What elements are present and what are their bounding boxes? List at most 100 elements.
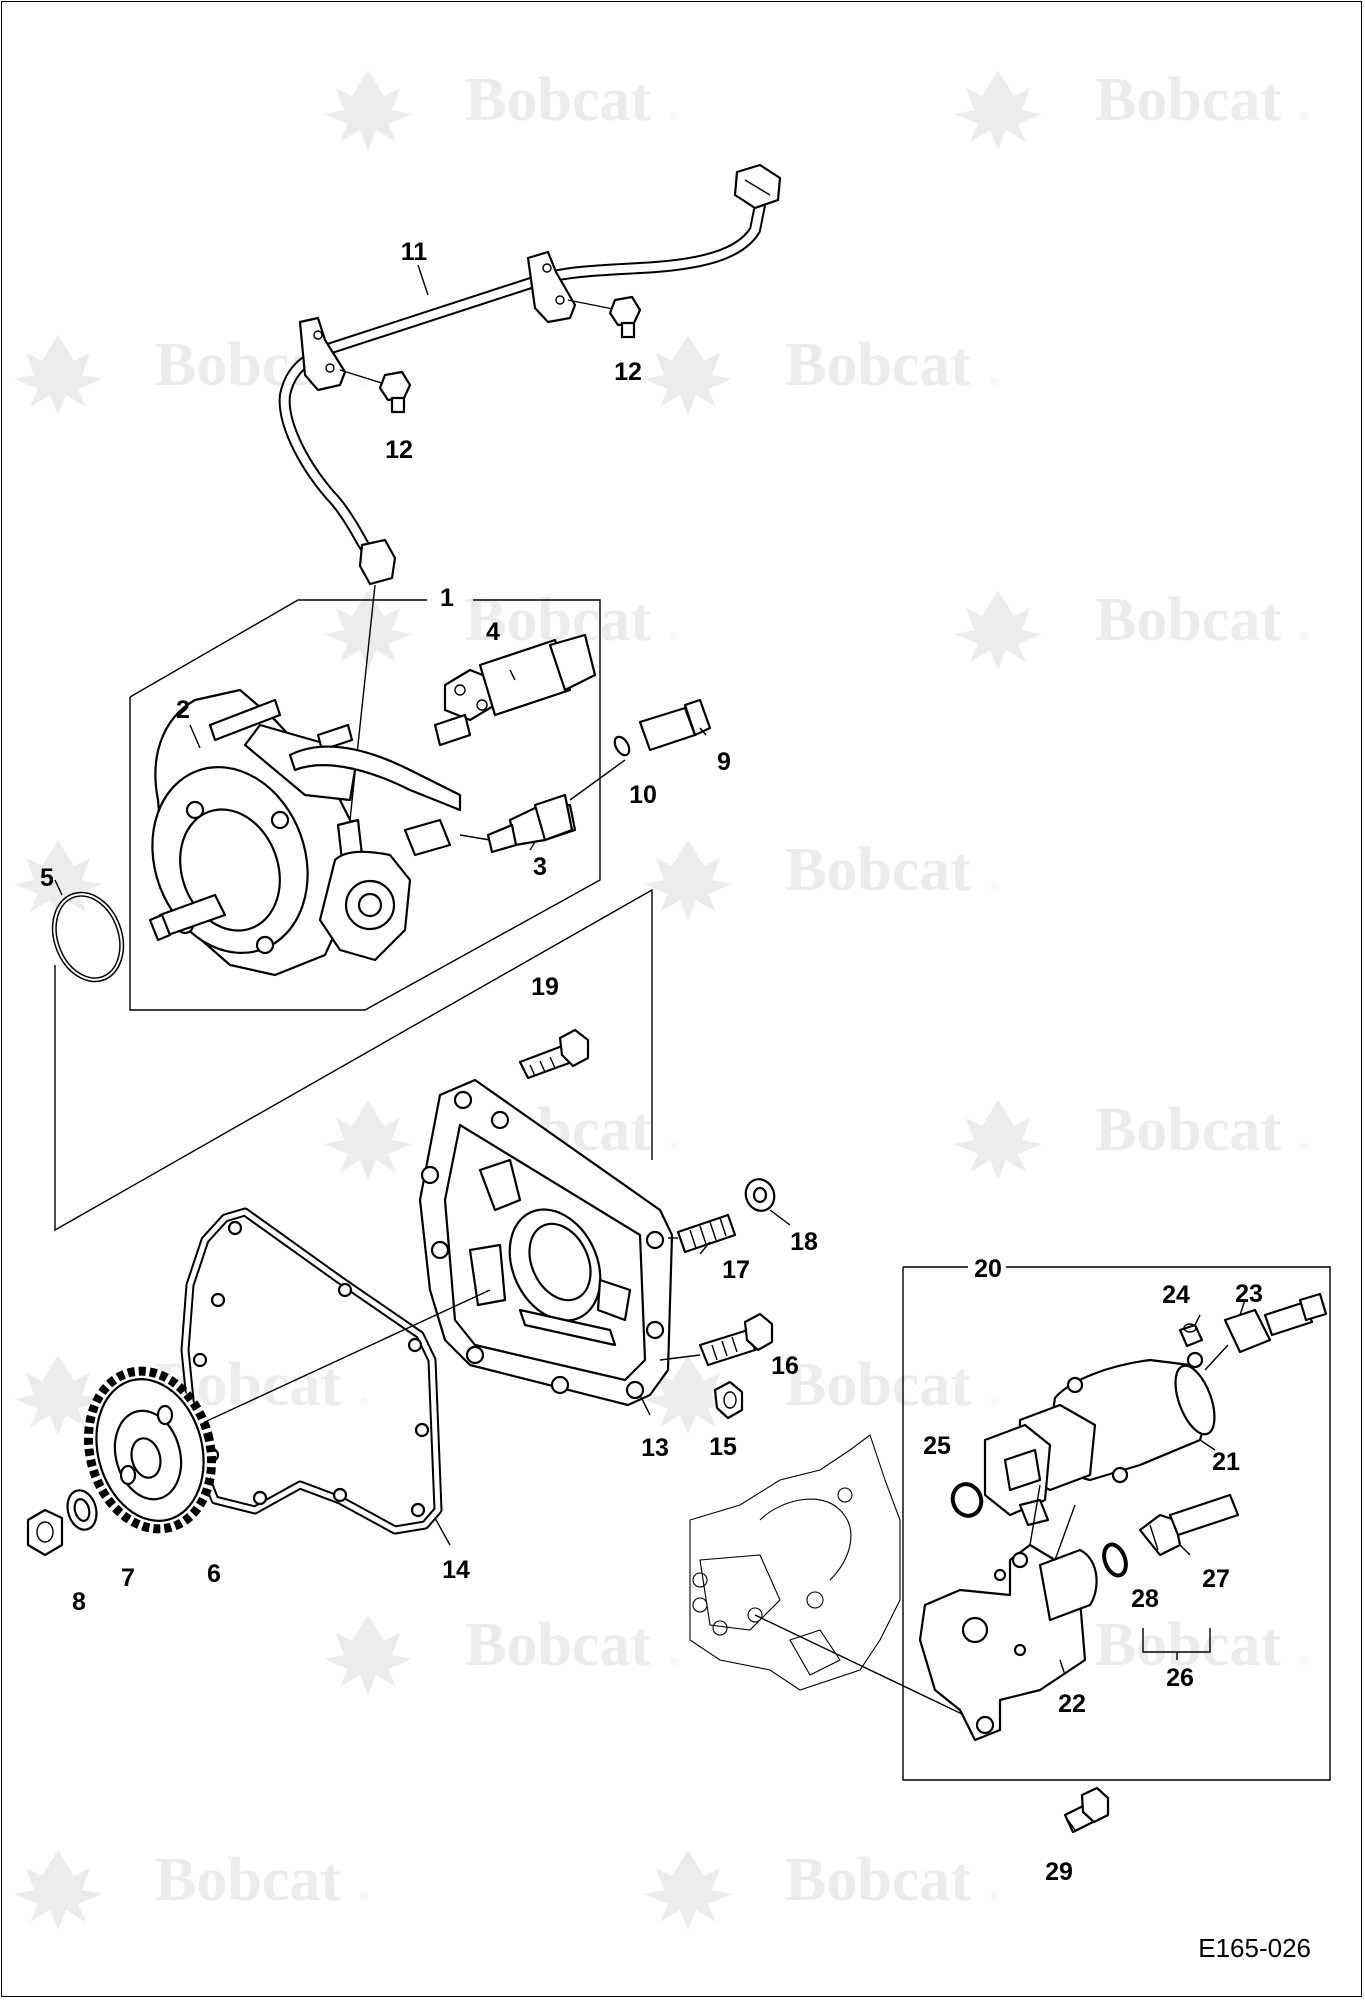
- watermark-mark: ®: [670, 1656, 678, 1668]
- callout-8: 8: [72, 1588, 86, 1616]
- housing-rib: [596, 1278, 632, 1322]
- gasket-hole: [227, 1220, 243, 1236]
- engine-hole: [692, 1572, 708, 1588]
- gear-leader: [154, 1289, 491, 1446]
- actuator-end-cap: [1174, 1364, 1216, 1436]
- gear-hole: [156, 1404, 174, 1426]
- bolt-19: [518, 1028, 590, 1080]
- leader-17: [699, 1241, 711, 1255]
- o-ring-leader: [54, 879, 63, 896]
- bracket-hole: [993, 1568, 1007, 1582]
- callout-27: 27: [1202, 1565, 1230, 1593]
- pump-rear-port-inner: [357, 892, 383, 918]
- housing-rib: [518, 1308, 617, 1347]
- watermark-16: Bobcat ®: [644, 1846, 998, 1930]
- engine-hole: [712, 1620, 728, 1636]
- callout-18: 18: [790, 1228, 818, 1256]
- housing-bolt-hole: [645, 1230, 665, 1250]
- actuator-mount-hole: [1066, 1376, 1084, 1394]
- gasket-hole: [210, 1292, 226, 1308]
- callout-12-right: 12: [614, 358, 642, 386]
- nut-8-hole: [36, 1521, 54, 1543]
- gasket-hole: [337, 1282, 353, 1298]
- fitting-23-body: [1263, 1300, 1314, 1337]
- callout-14: 14: [442, 1556, 470, 1584]
- injection-pump: [148, 584, 462, 977]
- bolt-12-left: [339, 369, 412, 414]
- watermark-1: Bobcat ®: [324, 66, 678, 150]
- callout-29: 29: [1045, 1858, 1073, 1886]
- o-ring-highlight: [53, 893, 123, 981]
- callout-13: 13: [641, 1434, 669, 1462]
- pump-port: [316, 723, 354, 752]
- bolt-shank: [698, 1328, 757, 1367]
- bolt-leader: [567, 299, 619, 311]
- engine-outline: [689, 1434, 901, 1691]
- engine-contour: [759, 1498, 852, 1581]
- drive-gear-group: [26, 1289, 491, 1557]
- fuel-line-top-nut: [733, 163, 782, 210]
- gasket-14: [180, 1207, 451, 1546]
- watermark-13: Bobcat ®: [324, 1611, 678, 1695]
- watermark-text: Bobcat: [1095, 66, 1281, 134]
- watermark-mark: ®: [670, 111, 678, 123]
- watermark-mark: ®: [670, 1141, 678, 1153]
- callout-7: 7: [121, 1564, 135, 1592]
- watermark-text: Bobcat: [785, 1846, 971, 1914]
- housing-bolt-hole: [430, 1240, 450, 1260]
- thread: [1067, 1819, 1076, 1831]
- watermark-mark: ®: [360, 376, 368, 388]
- housing-bolt-hole: [645, 1320, 665, 1340]
- callout-1: 1: [440, 584, 454, 612]
- washer-10: [613, 735, 631, 757]
- thread: [699, 1225, 707, 1245]
- fuel-line-bottom-nut: [358, 538, 397, 586]
- fuel-line-clamp-left: [298, 316, 347, 392]
- leader-22: [1059, 1659, 1066, 1676]
- thread: [719, 1217, 727, 1237]
- watermark-logo-icon: [14, 335, 102, 415]
- gasket-leader: [434, 1517, 451, 1546]
- leader-2: [189, 724, 201, 749]
- washer-7-hole: [73, 1498, 91, 1522]
- callout-4: 4: [486, 618, 500, 646]
- callout-19: 19: [531, 973, 559, 1001]
- scv-hole: [476, 699, 488, 711]
- engine-hole: [806, 1591, 824, 1609]
- thread: [711, 1344, 718, 1361]
- callout-3: 3: [533, 853, 547, 881]
- leader-18: [769, 1209, 791, 1226]
- housing-rib: [478, 1158, 522, 1212]
- drive-gear: [83, 1366, 217, 1534]
- scv-nozzle: [433, 713, 472, 747]
- watermark-text: Bobcat: [155, 1846, 341, 1914]
- bracket-22: [918, 1543, 1087, 1742]
- callout-17: 17: [722, 1256, 750, 1284]
- leader-21: [1199, 1439, 1216, 1451]
- pump-shaft-tip: [148, 913, 172, 942]
- housing-bore-inner: [528, 1222, 592, 1302]
- watermark-15: Bobcat ®: [14, 1846, 368, 1930]
- gasket-hole: [410, 1502, 426, 1518]
- watermark-mark: ®: [360, 1891, 368, 1903]
- plug-15: [713, 1380, 744, 1420]
- callout-11: 11: [401, 238, 428, 266]
- housing-rib: [468, 1243, 507, 1307]
- thread: [709, 1221, 717, 1241]
- watermark-mark: ®: [990, 1396, 998, 1408]
- actuator-assembly: [918, 1292, 1328, 1834]
- thread: [529, 1064, 536, 1077]
- watermark-6: Bobcat ®: [954, 586, 1308, 670]
- scv-hole: [454, 684, 466, 696]
- sensor-thread: [486, 823, 518, 854]
- watermark-mark: ®: [990, 881, 998, 893]
- watermark-4: Bobcat ®: [644, 331, 998, 415]
- housing-bolt-hole: [550, 1375, 570, 1395]
- pump-housing: [418, 1078, 674, 1416]
- watermark-mark: ®: [360, 1396, 368, 1408]
- bolt-head: [558, 1028, 590, 1068]
- callout-10: 10: [629, 781, 657, 809]
- bracket-leader: [1054, 1504, 1076, 1561]
- watermark-logo-icon: [324, 1615, 412, 1695]
